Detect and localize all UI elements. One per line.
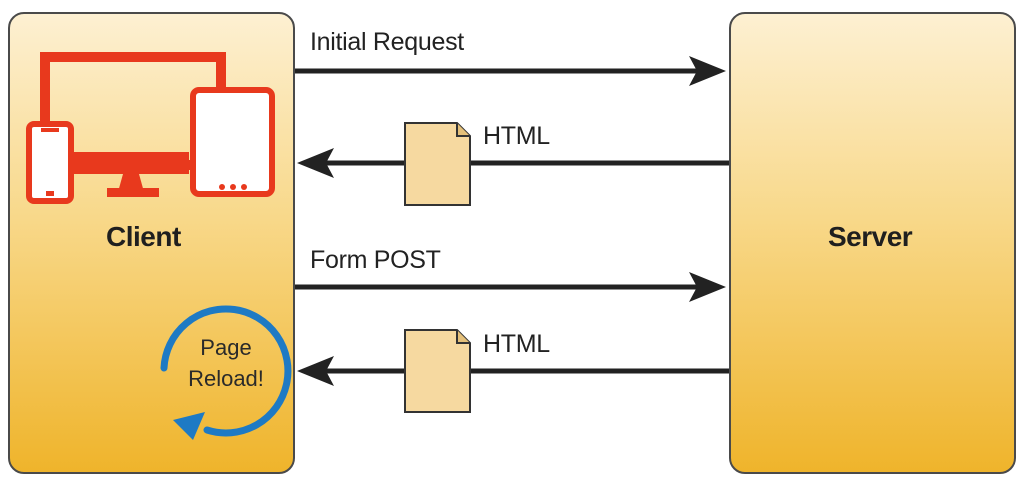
server-box [729,12,1016,474]
document-icon [404,122,471,206]
reload-arrow-icon [160,305,292,440]
tablet-icon [190,87,275,197]
smartphone-icon [26,121,74,204]
html-response-label: HTML [483,330,550,358]
page-reload-label: Page [200,335,252,360]
server-label: Server [828,221,913,252]
form-post-arrow [295,272,726,302]
html-response-arrow-1 [297,148,729,178]
initial-request-arrow [295,56,726,86]
initial-request-label: Initial Request [310,28,464,56]
html-response-arrow-2 [297,356,729,386]
form-post-label: Form POST [310,246,441,274]
page-reload-label: Reload! [188,366,264,391]
document-icon [404,329,471,413]
client-label: Client [106,221,181,252]
html-response-label: HTML [483,122,550,150]
